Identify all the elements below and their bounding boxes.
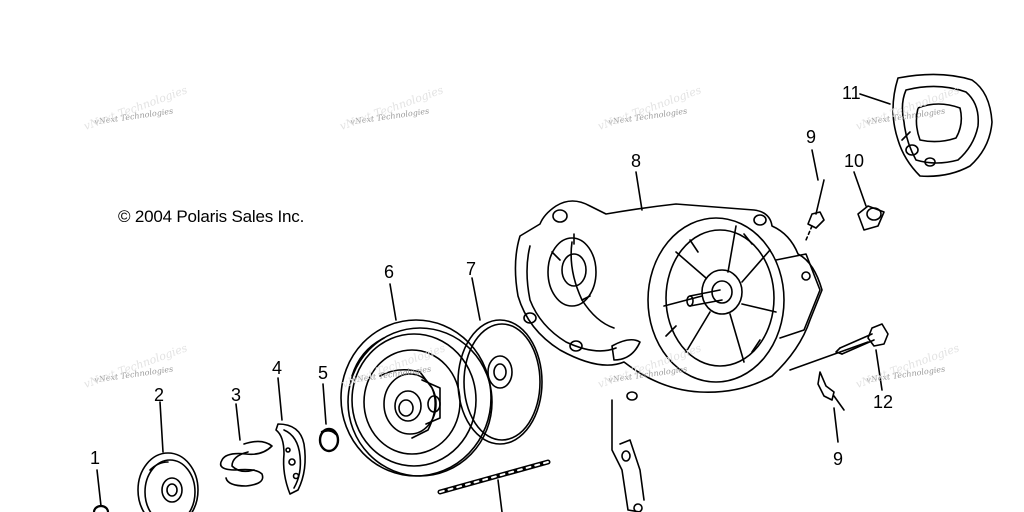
callout-9-lower: 9 [833,449,844,469]
part-10-bushing [853,171,885,231]
part-4-pawl [275,377,306,495]
callout-2: 2 [154,385,165,405]
callout-8: 8 [631,151,642,171]
part-9-upper-bolt [805,149,825,241]
callout-9-upper: 9 [806,127,817,147]
callout-10: 10 [844,151,865,171]
part-12-long-bolt [789,323,889,391]
callout-7: 7 [466,259,477,279]
callout-3: 3 [231,385,242,405]
callout-5: 5 [318,363,329,383]
copyright-notice: © 2004 Polaris Sales Inc. [118,207,305,226]
part-6-pulley [340,283,493,477]
callout-12: 12 [873,392,894,412]
callout-1: 1 [90,448,101,468]
part-2-plate [137,401,199,512]
callout-11: 11 [842,83,861,103]
callout-6: 6 [384,262,395,282]
part-3-spring-clip [219,403,273,487]
part-9-lower-bolt [817,371,845,443]
part-11-handle [859,73,993,178]
callout-4: 4 [272,358,283,378]
part-8-housing [514,171,823,512]
part-7-disc [457,277,543,445]
part-1-washer [92,469,110,512]
starter-rope [437,459,551,512]
part-5-spring [318,383,340,453]
